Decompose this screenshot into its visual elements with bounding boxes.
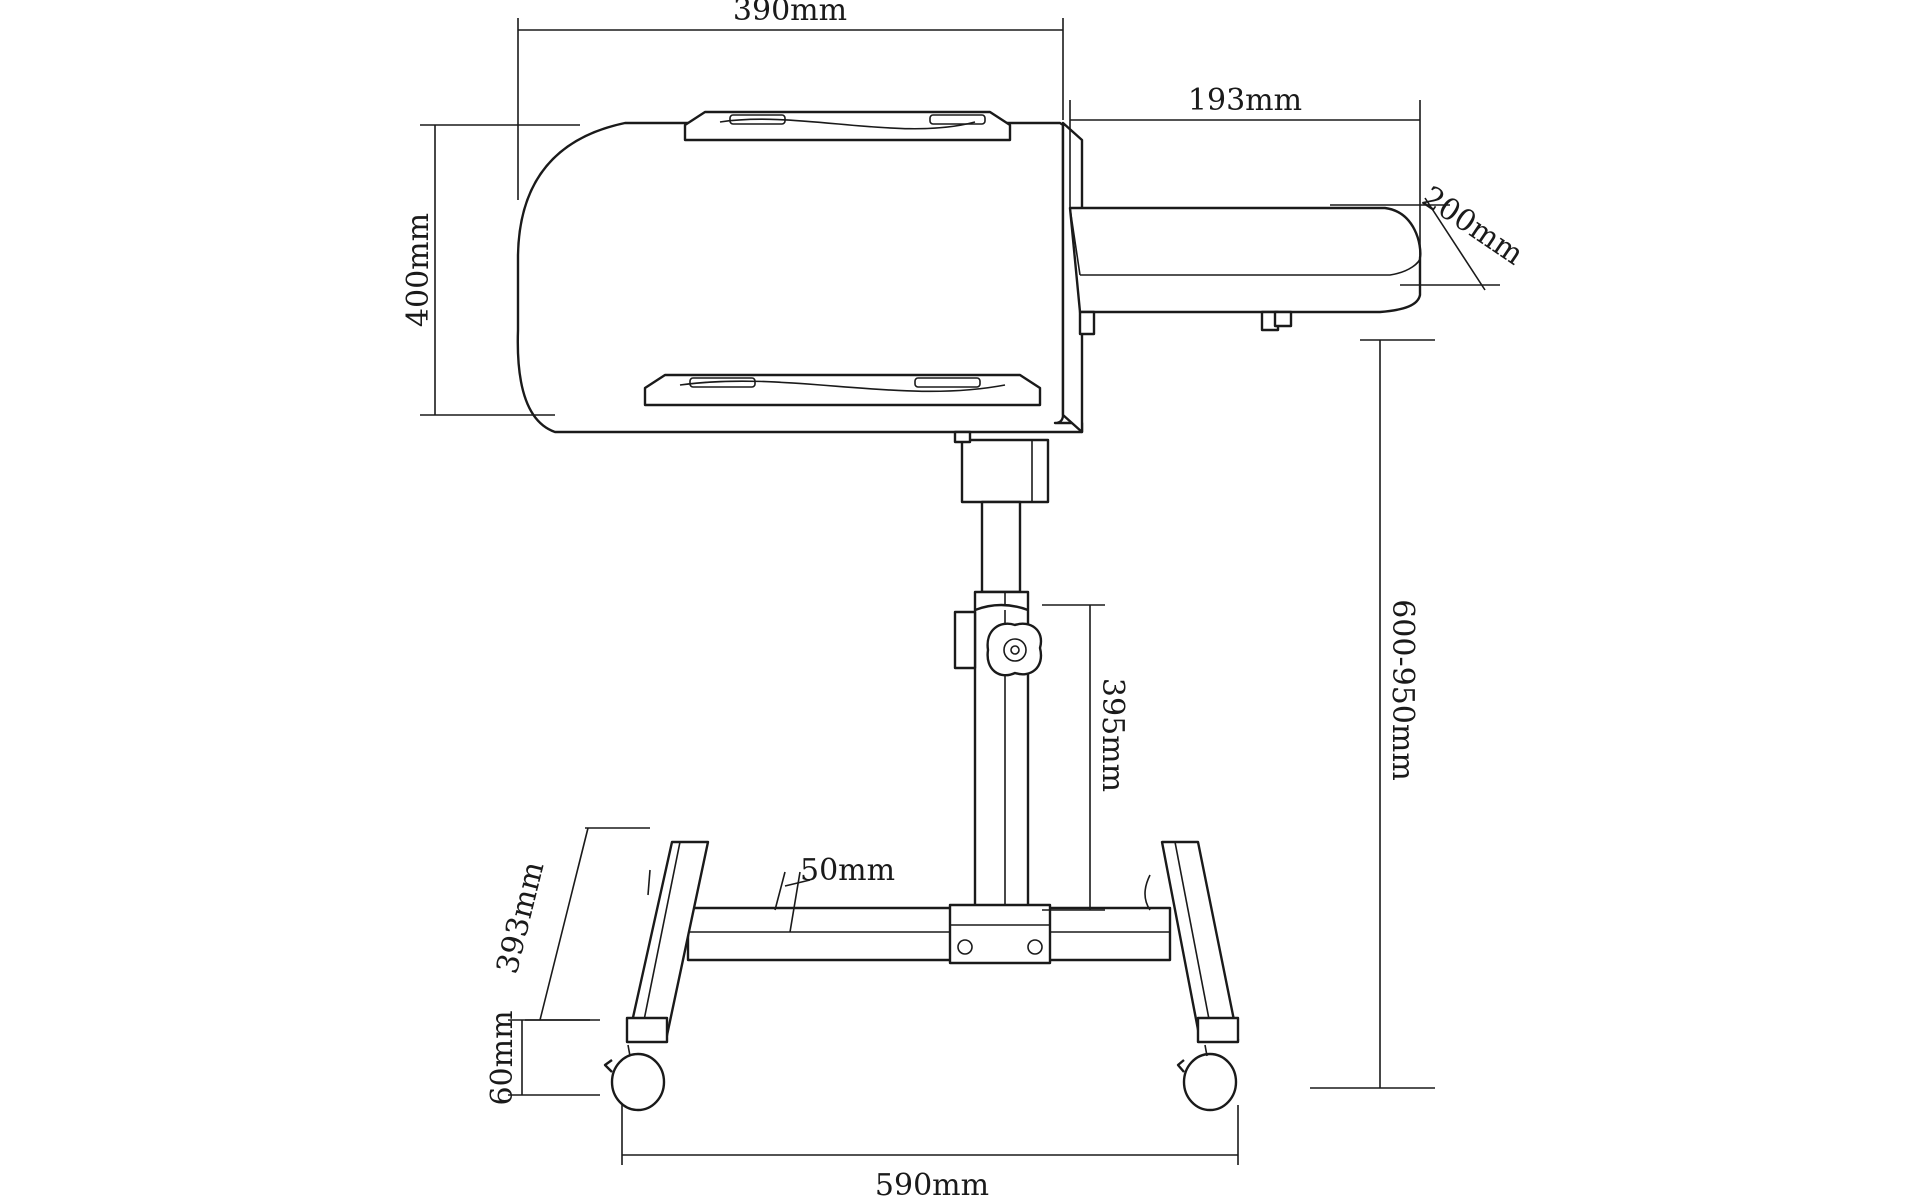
dimension-table-depth-label: 400mm: [401, 213, 436, 327]
height-adjust-knob: [953, 610, 1043, 677]
dimension-base-width: 590mm: [621, 1105, 1239, 1200]
dimension-caster-height: 60mm: [485, 1010, 600, 1106]
dimension-side-tray-width: 193mm: [1069, 83, 1421, 255]
dimension-tube-width: 50mm: [774, 853, 895, 933]
dimension-caster-height-label: 60mm: [485, 1010, 520, 1105]
base-frame: [625, 840, 1240, 1044]
column: [953, 430, 1050, 924]
dimension-foot-length-label: 393mm: [490, 858, 552, 977]
caster-left: [603, 1044, 666, 1112]
book-holder-bottom: [643, 373, 1042, 407]
dimension-height-range: 600-950mm: [1310, 339, 1435, 1089]
dimension-tube-width-label: 50mm: [800, 853, 895, 888]
dimension-table-width-label: 390mm: [733, 0, 847, 28]
side-tray: [1068, 206, 1422, 336]
dimension-height-range-label: 600-950mm: [1385, 599, 1420, 781]
dimension-table-depth: 400mm: [401, 124, 580, 416]
caster-right: [1176, 1044, 1238, 1112]
dimension-table-width: 390mm: [517, 0, 1064, 200]
table-top: [516, 121, 1084, 434]
dimension-side-tray-depth-label: 200mm: [1416, 180, 1530, 273]
dimension-base-width-label: 590mm: [875, 1168, 989, 1200]
dimension-foot-length: 393mm: [490, 827, 650, 1021]
dimension-column-adjust-label: 395mm: [1095, 678, 1130, 792]
book-holder-top: [683, 110, 1012, 142]
dimension-side-tray-width-label: 193mm: [1188, 83, 1302, 118]
dimension-column-adjust: 395mm: [1042, 604, 1130, 911]
